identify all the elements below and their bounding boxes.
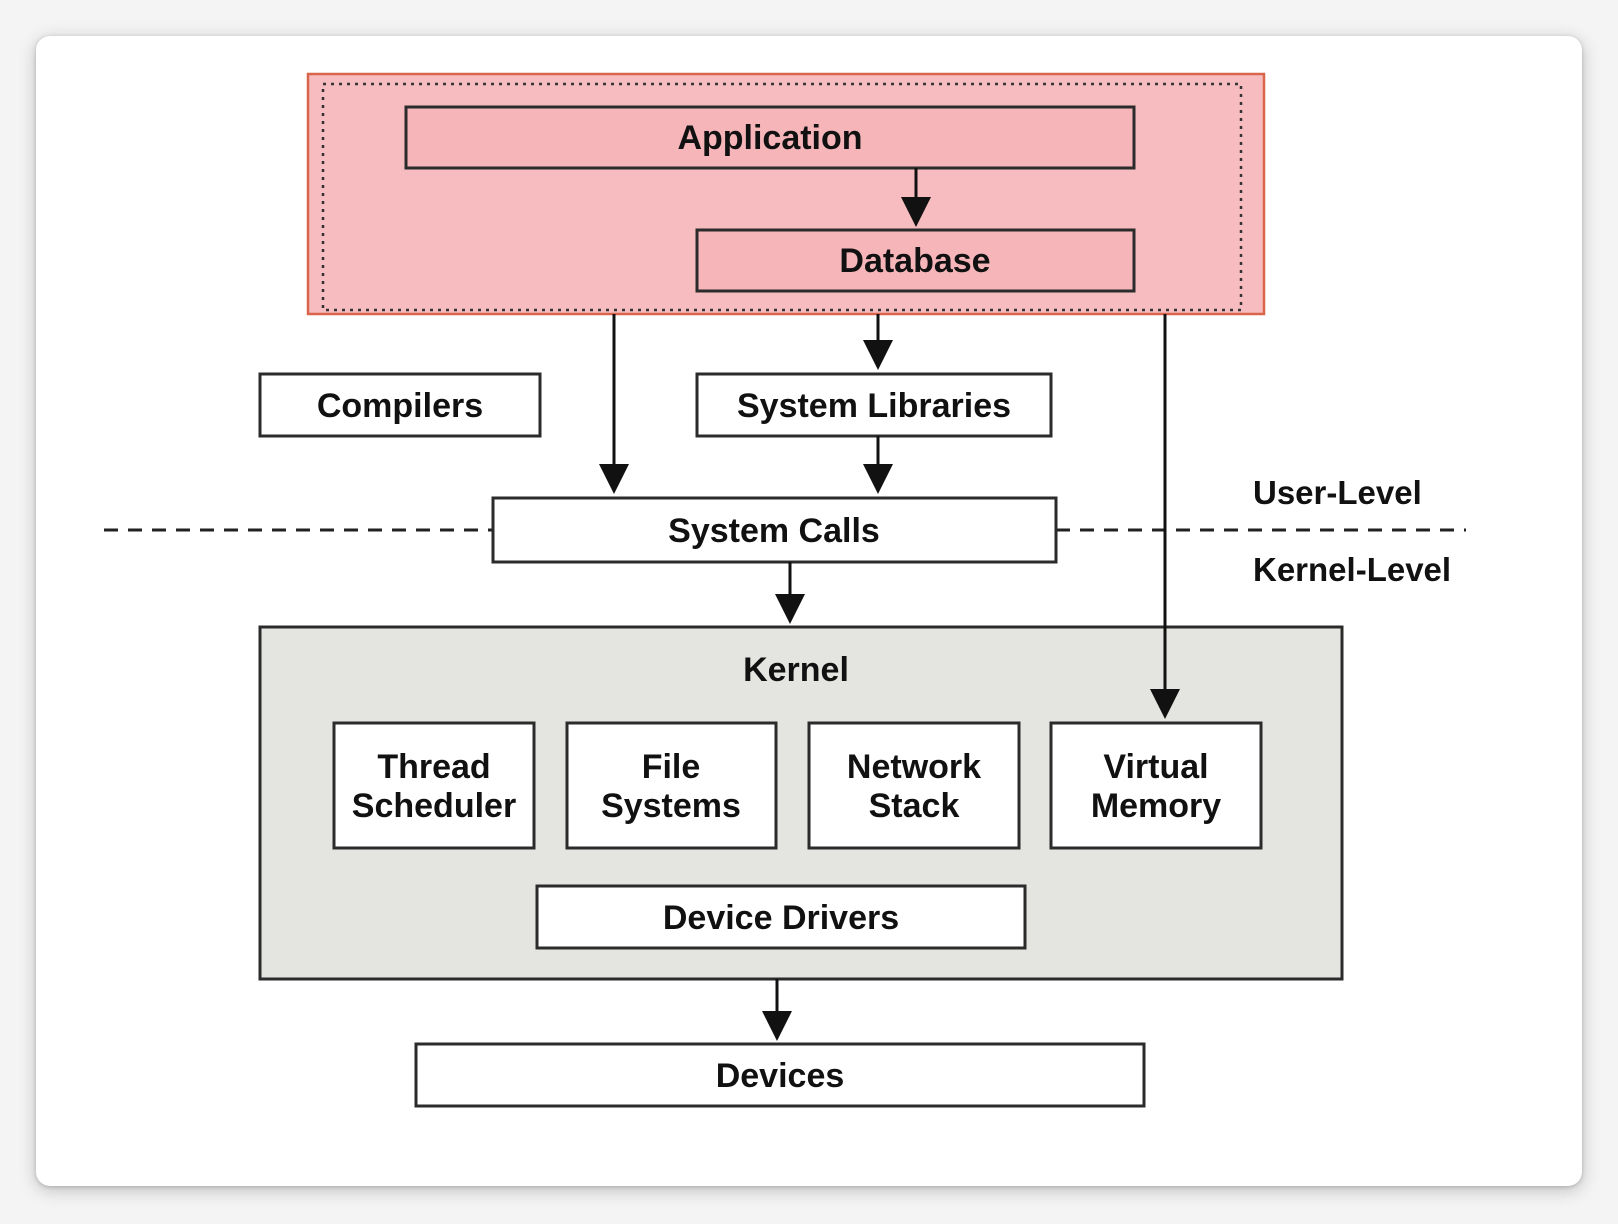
thread-scheduler-node: Thread Scheduler [332,721,536,850]
file-systems-line1: File [642,748,701,786]
application-label: Application [677,119,862,157]
file-systems-line2: Systems [601,787,741,825]
database-label: Database [839,242,990,280]
thread-scheduler-line1: Thread [377,748,490,786]
compilers-label: Compilers [317,387,483,425]
thread-scheduler-line2: Scheduler [352,787,516,825]
file-systems-node: File Systems [565,721,778,850]
kernel-level-label: Kernel-Level [1253,551,1451,588]
architecture-diagram: Application Database Compilers System Li… [104,72,1466,1108]
virtual-memory-node: Virtual Memory [1049,721,1263,850]
devices-node: Devices [414,1042,1146,1108]
device-drivers-node: Device Drivers [535,884,1027,950]
user-level-label: User-Level [1253,474,1422,511]
kernel-label: Kernel [743,651,849,689]
virtual-memory-line1: Virtual [1103,748,1208,786]
system-calls-label: System Calls [668,512,880,550]
diagram-card: Application Database Compilers System Li… [36,36,1582,1186]
virtual-memory-line2: Memory [1091,787,1221,825]
network-stack-line2: Stack [869,787,960,825]
system-calls-node: System Calls [491,496,1058,564]
device-drivers-label: Device Drivers [663,899,899,937]
network-stack-node: Network Stack [807,721,1021,850]
system-libraries-label: System Libraries [737,387,1011,425]
application-node: Application [404,105,1136,170]
devices-label: Devices [716,1057,845,1095]
compilers-node: Compilers [258,372,542,438]
database-node: Database [695,228,1136,293]
system-libraries-node: System Libraries [695,372,1053,438]
network-stack-line1: Network [847,748,981,786]
